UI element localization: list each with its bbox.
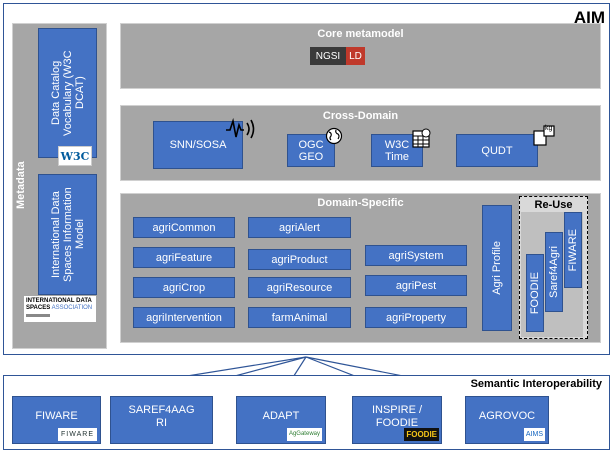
- globe-icon: [325, 127, 343, 145]
- ids-logo-bar: [26, 314, 50, 317]
- agri-pest-box[interactable]: agriPest: [365, 275, 467, 296]
- semantic-title: Semantic Interoperability: [470, 378, 602, 390]
- agri-crop-box[interactable]: agriCrop: [133, 277, 235, 298]
- fiware-logo: FIWARE: [58, 428, 97, 441]
- fiware-box[interactable]: FIWARE FIWARE: [12, 396, 101, 444]
- adapt-box[interactable]: ADAPT AgGateway: [236, 396, 326, 444]
- agri-resource-box[interactable]: agriResource: [248, 277, 351, 298]
- ids-box[interactable]: International Data Spaces Information Mo…: [38, 174, 97, 295]
- cross-title: Cross-Domain: [322, 110, 399, 122]
- agri-common-box[interactable]: agriCommon: [133, 217, 235, 238]
- farm-animal-box[interactable]: farmAnimal: [248, 307, 351, 328]
- inspire-foodie-box[interactable]: INSPIRE / FOODIE FOODIE: [352, 396, 442, 444]
- ids-label: International Data Spaces Information Mo…: [49, 187, 86, 282]
- fiware-reuse-box[interactable]: FIWARE: [564, 212, 582, 288]
- ids-logo: INTERNATIONAL DATA SPACES ASSOCIATION: [24, 296, 96, 322]
- aims-logo: AIMS: [523, 428, 545, 441]
- signal-icon: [225, 115, 259, 143]
- agri-profile-box[interactable]: Agri Profile: [482, 205, 512, 331]
- dcat-label: Data Catalog Vocabulary (W3C DCAT): [49, 50, 86, 136]
- snn-sosa-box[interactable]: SNN/SOSA: [153, 121, 243, 169]
- reuse-title: Re-Use: [534, 199, 573, 211]
- agrovoc-box[interactable]: AGROVOC AIMS: [465, 396, 549, 444]
- agri-property-box[interactable]: agriProperty: [365, 307, 467, 328]
- saref4agri-reuse-box[interactable]: Saref4Agri: [545, 232, 563, 312]
- core-title: Core metamodel: [317, 28, 404, 40]
- dcat-box[interactable]: Data Catalog Vocabulary (W3C DCAT): [38, 28, 97, 158]
- calendar-clock-icon: [410, 128, 432, 150]
- w3c-logo: W3C: [58, 146, 92, 166]
- saref4aagri-box[interactable]: SAREF4AAG RI: [110, 396, 213, 444]
- qudt-box[interactable]: QUDT: [456, 134, 538, 167]
- kg-label: kg: [545, 125, 553, 132]
- agri-intervention-box[interactable]: agriIntervention: [133, 307, 235, 328]
- agri-system-box[interactable]: agriSystem: [365, 245, 467, 266]
- foodie-logo: FOODIE: [404, 428, 439, 441]
- foodie-reuse-box[interactable]: FOODIE: [526, 254, 544, 332]
- aim-title: AIM: [573, 8, 605, 27]
- weight-icon: kg: [532, 123, 556, 149]
- agri-alert-box[interactable]: agriAlert: [248, 217, 351, 238]
- metadata-label: Metadata: [15, 161, 27, 209]
- agri-product-box[interactable]: agriProduct: [248, 249, 351, 270]
- agri-feature-box[interactable]: agriFeature: [133, 247, 235, 268]
- domain-title: Domain-Specific: [317, 197, 404, 209]
- aggateway-logo: AgGateway: [286, 428, 322, 441]
- ngsi-ld-logo: NGSI LD: [310, 47, 365, 65]
